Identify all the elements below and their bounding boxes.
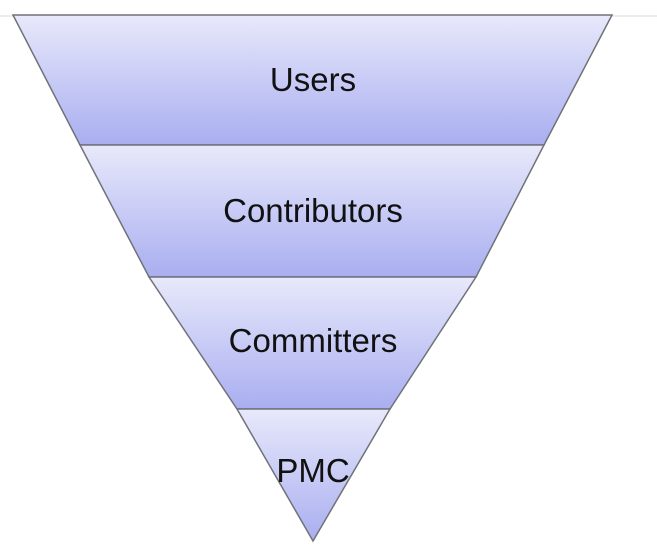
level-committers-label: Committers (229, 322, 398, 359)
level-users-label: Users (270, 61, 356, 98)
level-committers: Committers (147, 276, 478, 410)
level-contributors-label: Contributors (223, 192, 403, 229)
level-pmc-label: PMC (276, 452, 349, 489)
level-users: Users (11, 14, 614, 146)
level-contributors: Contributors (78, 144, 546, 278)
level-pmc: PMC (235, 408, 392, 543)
level-pmc-band (235, 408, 392, 543)
